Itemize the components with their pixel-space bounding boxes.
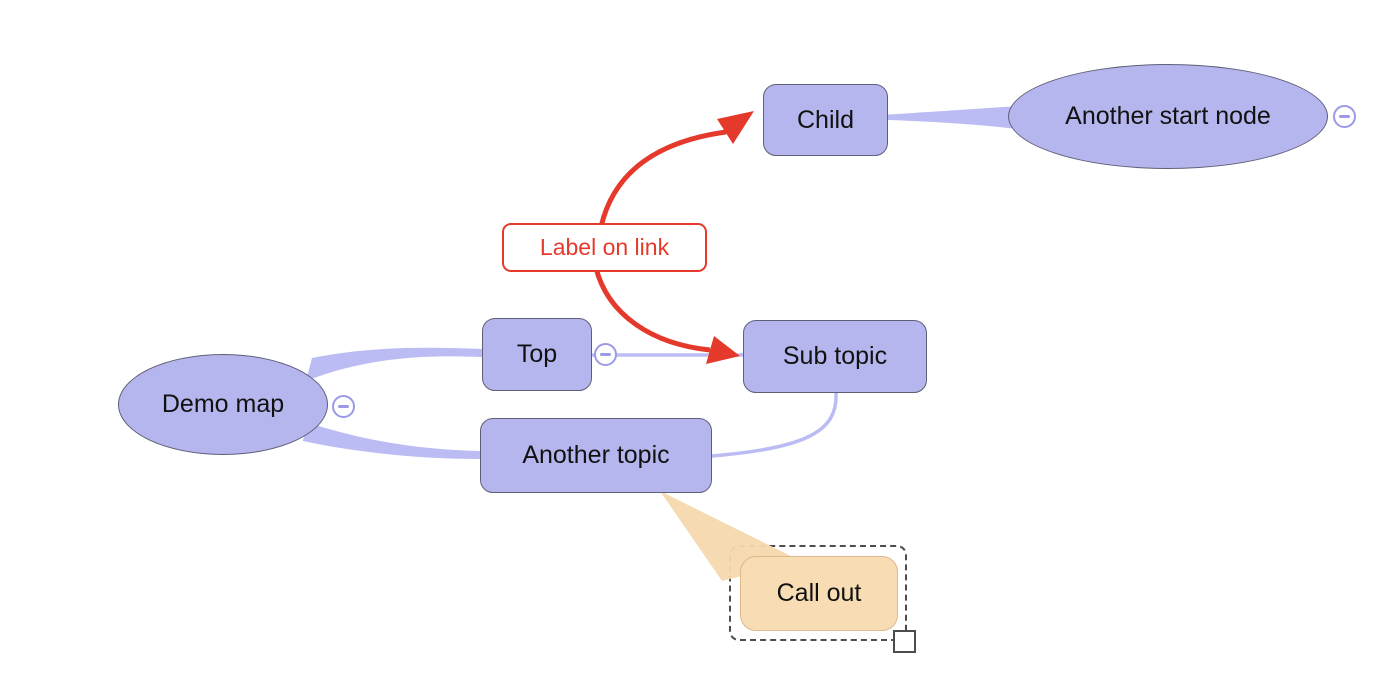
link-label-text: Label on link	[539, 234, 670, 260]
node-label: Sub topic	[782, 342, 888, 370]
callout-selection-rect	[729, 545, 907, 641]
node-demo-map[interactable]: Demo map	[118, 354, 328, 455]
node-label: Another topic	[522, 441, 670, 469]
branch-sub-topic-to-another-topic	[711, 392, 838, 458]
collapse-icon-top[interactable]	[594, 343, 617, 366]
node-call-out[interactable]: Call out	[740, 556, 898, 631]
branch-demo-to-another-topic	[303, 422, 480, 459]
node-label: Demo map	[161, 390, 285, 418]
arrowhead-sub-topic	[706, 336, 740, 364]
node-sub-topic[interactable]: Sub topic	[743, 320, 927, 393]
arrow-curve-to-child[interactable]	[598, 129, 727, 228]
node-label: Call out	[776, 579, 862, 607]
minus-icon	[338, 405, 349, 408]
branch-demo-to-top	[306, 347, 482, 381]
arrow-curve-to-sub-topic[interactable]	[593, 267, 711, 353]
node-label: Another start node	[1065, 102, 1271, 130]
node-another-topic[interactable]: Another topic	[480, 418, 712, 493]
resize-handle[interactable]	[893, 630, 916, 653]
node-top[interactable]: Top	[482, 318, 592, 391]
link-label[interactable]: Label on link	[502, 223, 707, 272]
arrowhead-child	[717, 111, 754, 144]
collapse-icon-demo-map[interactable]	[332, 395, 355, 418]
node-label: Top	[516, 340, 558, 368]
node-another-start-node[interactable]: Another start node	[1008, 64, 1328, 169]
minus-icon	[1339, 115, 1350, 118]
node-label: Child	[797, 105, 854, 134]
minus-icon	[600, 353, 611, 356]
branch-child-to-another-start	[888, 106, 1012, 129]
node-child[interactable]: Child	[763, 84, 888, 156]
collapse-icon-another-start[interactable]	[1333, 105, 1356, 128]
